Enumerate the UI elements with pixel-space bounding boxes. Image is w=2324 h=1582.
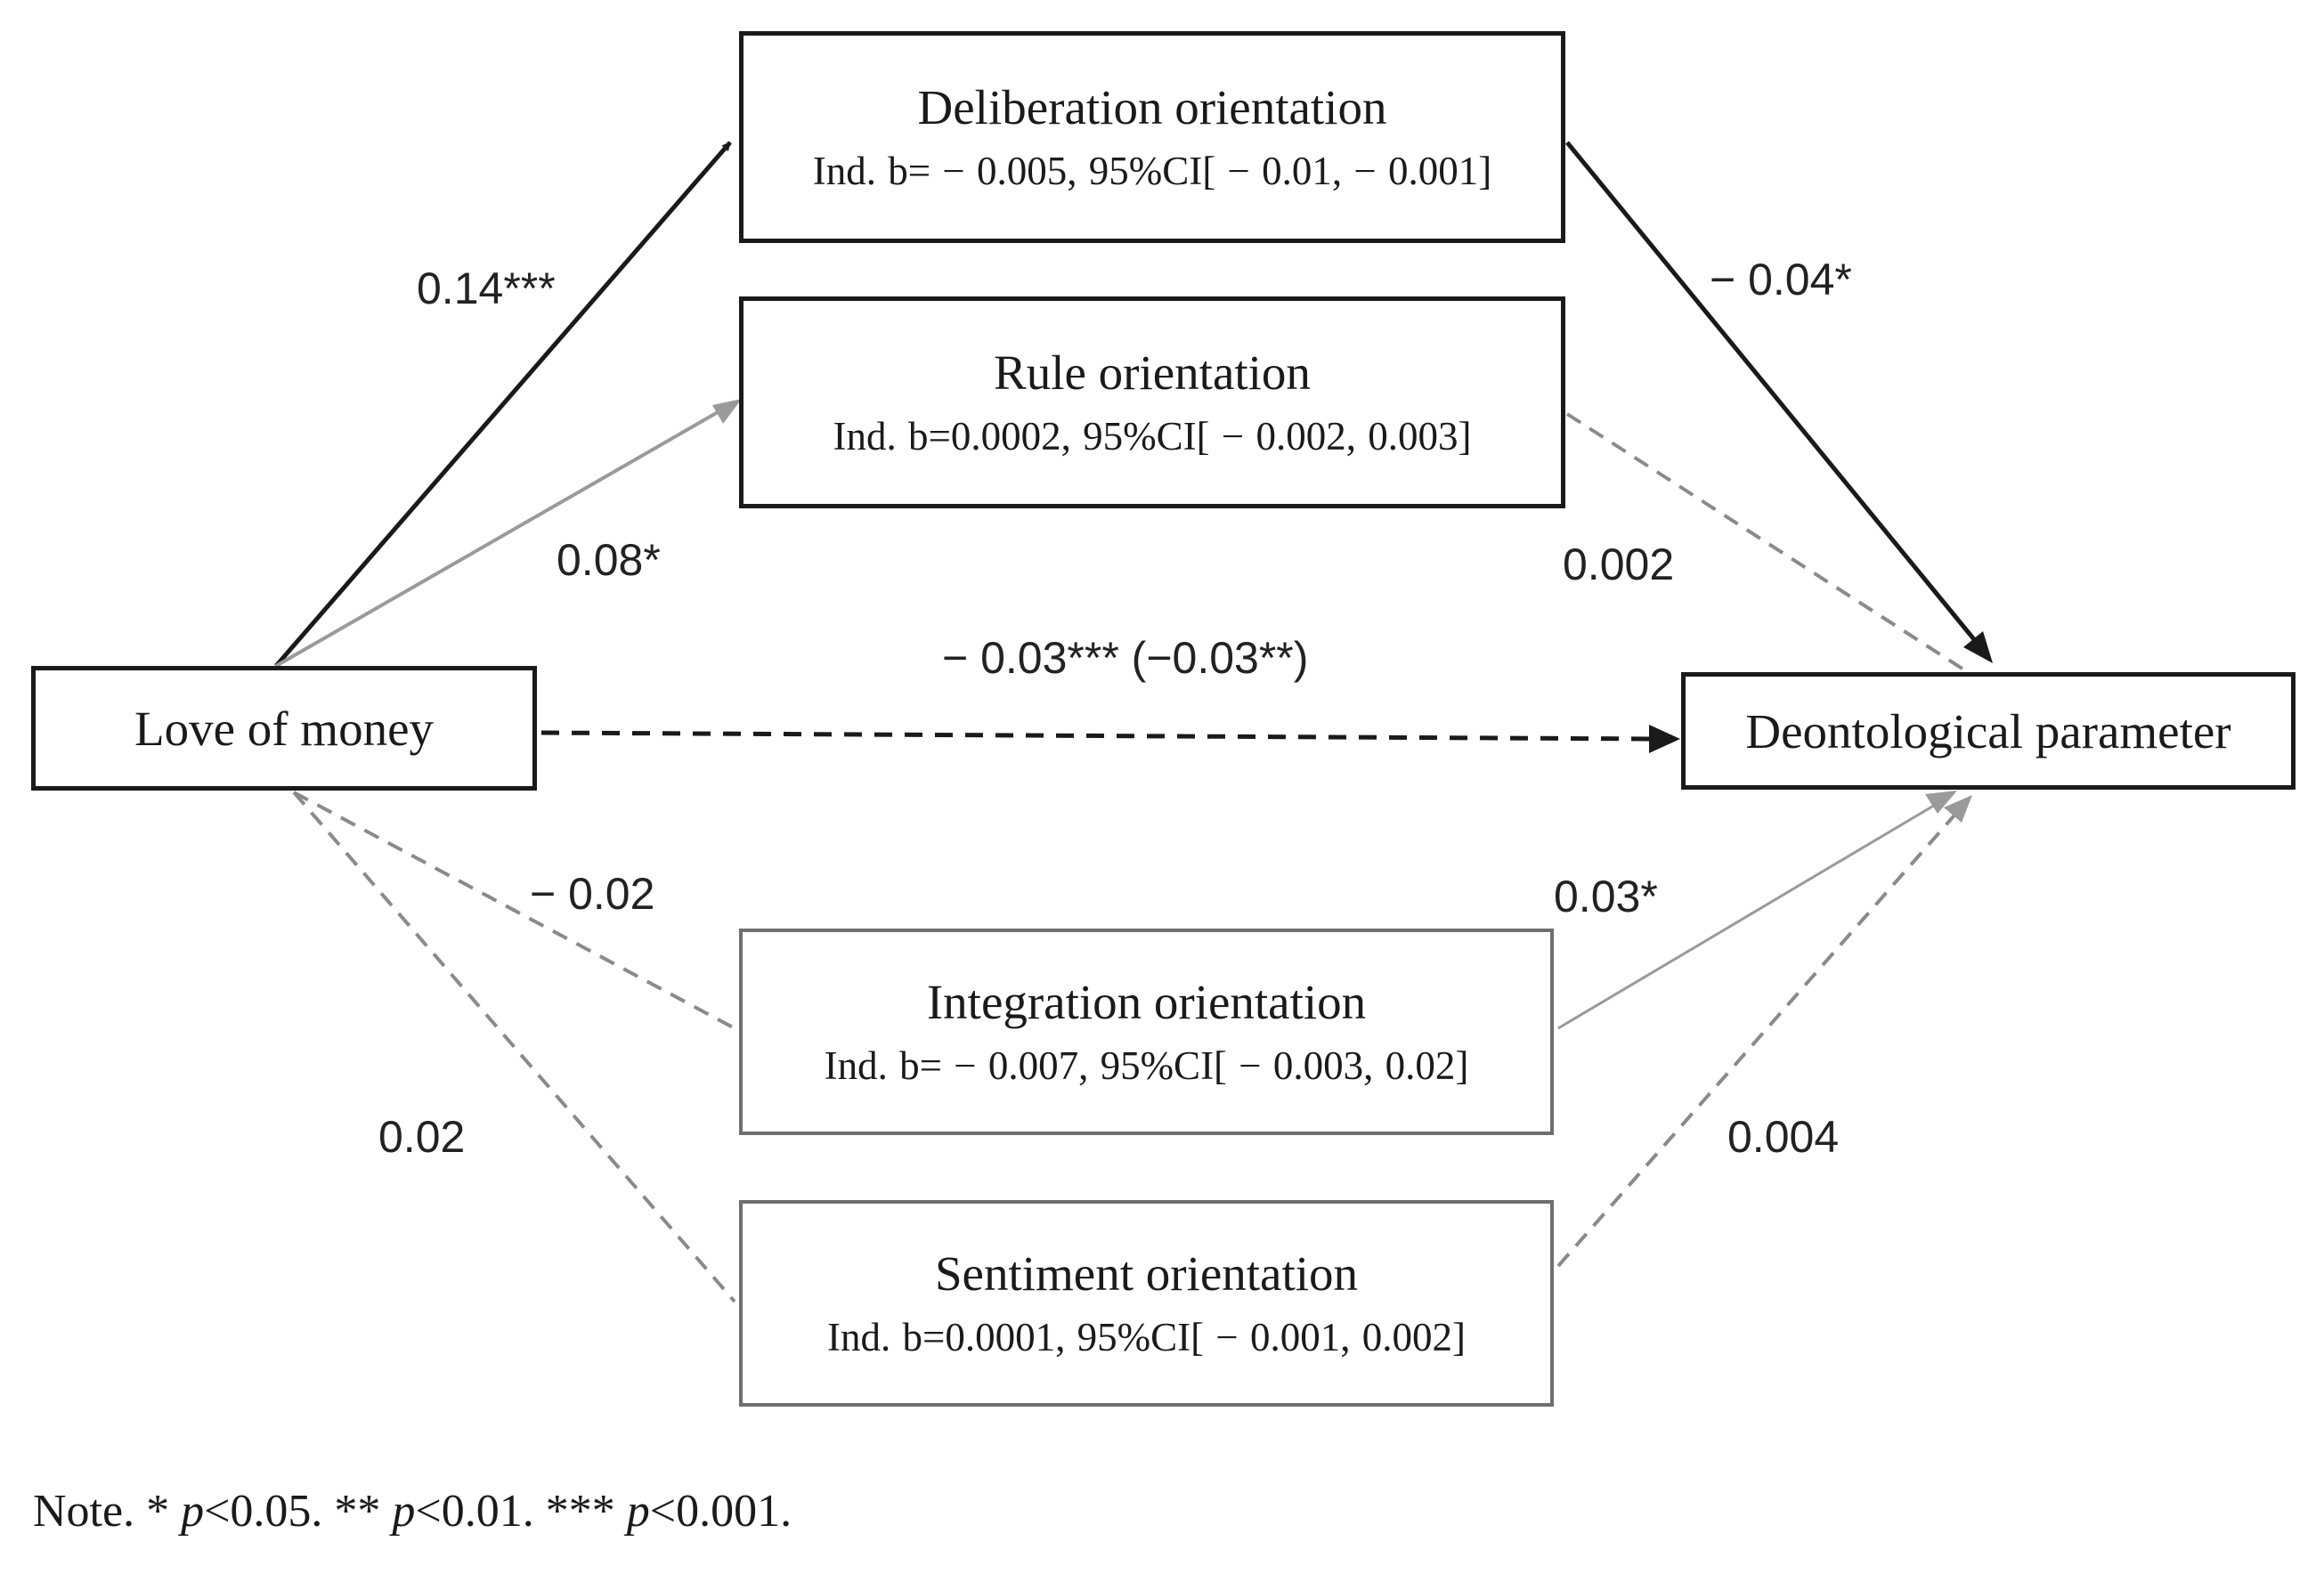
path-a-deliberation (274, 141, 732, 668)
note-p1-rest: <0.05. ** (204, 1486, 393, 1537)
coef-b-rule: 0.002 (1563, 540, 1675, 589)
integration-orientation-box: Integration orientation Ind. b= − 0.007,… (739, 929, 1554, 1135)
path-direct (540, 730, 1653, 742)
love-of-money-label: Love of money (134, 701, 434, 756)
note-p2-rest: <0.01. *** (415, 1486, 627, 1537)
rule-orientation-title: Rule orientation (994, 345, 1311, 401)
note-p3-rest: <0.001. (649, 1486, 792, 1537)
coef-a-integration: − 0.02 (530, 869, 655, 919)
coef-a-sentiment: 0.02 (378, 1112, 466, 1162)
deliberation-orientation-box: Deliberation orientation Ind. b= − 0.005… (739, 31, 1565, 243)
deliberation-orientation-title: Deliberation orientation (917, 80, 1387, 135)
love-of-money-box: Love of money (31, 666, 537, 791)
path-direct-arrowhead (1649, 725, 1680, 753)
rule-orientation-box: Rule orientation Ind. b=0.0002, 95%CI[ −… (739, 296, 1565, 508)
path-b-deliberation-arrowhead (1963, 631, 1993, 663)
sentiment-orientation-title: Sentiment orientation (934, 1246, 1359, 1302)
coef-b-integration: 0.03* (1554, 872, 1658, 921)
sentiment-orientation-indirect: Ind. b=0.0001, 95%CI[ − 0.001, 0.002] (827, 1314, 1466, 1359)
deliberation-orientation-indirect: Ind. b= − 0.005, 95%CI[ − 0.01, − 0.001] (812, 148, 1492, 193)
deontological-parameter-label: Deontological parameter (1745, 703, 2231, 759)
significance-note: Note. * p<0.05. ** p<0.01. *** p<0.001. (33, 1485, 792, 1537)
coef-a-rule: 0.08* (557, 535, 661, 585)
coef-direct: − 0.03*** (−0.03**) (942, 633, 1309, 683)
path-b-sentiment (1556, 808, 1961, 1268)
note-p2: p (392, 1486, 416, 1537)
path-b-deliberation (1565, 141, 1983, 650)
coef-b-deliberation: − 0.04* (1710, 255, 1852, 304)
integration-orientation-indirect: Ind. b= − 0.007, 95%CI[ − 0.003, 0.02] (824, 1042, 1469, 1088)
path-a-rule-arrowhead (712, 399, 742, 424)
path-a-sentiment (292, 791, 736, 1303)
path-a-integration (293, 791, 735, 1030)
note-prefix: Note. * (33, 1486, 182, 1537)
deontological-parameter-box: Deontological parameter (1681, 672, 2296, 790)
note-p1: p (181, 1486, 205, 1537)
note-p3: p (626, 1486, 650, 1537)
rule-orientation-indirect: Ind. b=0.0002, 95%CI[ − 0.002, 0.003] (833, 413, 1472, 458)
path-b-integration-arrowhead (1925, 791, 1957, 814)
integration-orientation-title: Integration orientation (926, 975, 1367, 1030)
path-a-rule (275, 403, 731, 668)
sentiment-orientation-box: Sentiment orientation Ind. b=0.0001, 95%… (739, 1200, 1554, 1407)
coef-a-deliberation: 0.14*** (417, 264, 556, 313)
path-b-sentiment-arrowhead (1944, 795, 1972, 823)
path-b-integration (1557, 799, 1942, 1030)
coef-b-sentiment: 0.004 (1727, 1112, 1840, 1162)
